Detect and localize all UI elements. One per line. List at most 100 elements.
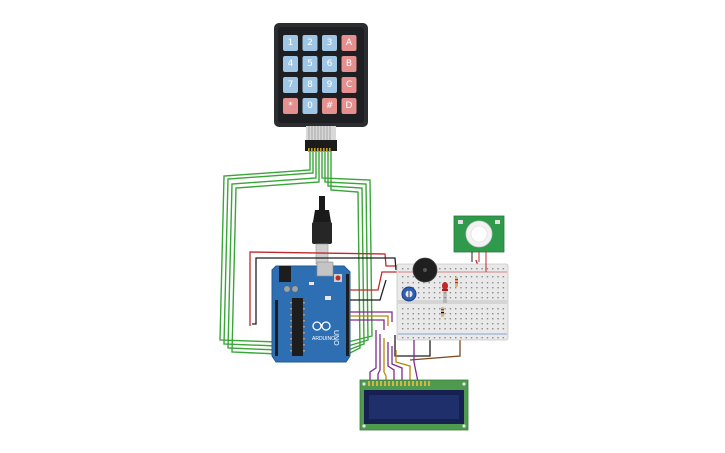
breadboard-hole: [502, 313, 505, 315]
breadboard-hole: [481, 313, 483, 315]
breadboard-hole: [423, 323, 425, 325]
breadboard-hole: [444, 323, 446, 325]
breadboard-hole: [428, 328, 430, 330]
breadboard-hole: [439, 328, 441, 330]
breadboard-hole: [492, 268, 494, 270]
potentiometer-icon: [401, 286, 417, 302]
breadboard-hole: [433, 297, 436, 299]
breadboard-hole: [423, 328, 425, 330]
breadboard-hole: [465, 268, 467, 270]
lcd-pins: [368, 381, 430, 386]
breadboard-hole: [465, 313, 467, 315]
breadboard-hole: [439, 313, 441, 315]
breadboard-hole: [481, 337, 483, 339]
breadboard-hole: [439, 323, 441, 325]
breadboard-hole: [476, 292, 478, 294]
breadboard-hole: [460, 276, 462, 278]
breadboard-hole: [402, 268, 404, 270]
breadboard-hole: [460, 297, 462, 299]
breadboard-hole: [412, 276, 414, 278]
breadboard-hole: [497, 297, 499, 299]
breadboard-hole: [423, 292, 425, 294]
breadboard-hole: [444, 297, 446, 299]
breadboard-hole: [412, 318, 414, 320]
buzzer-icon: [412, 257, 438, 283]
lcd-display: [359, 379, 469, 431]
breadboard-hole: [412, 328, 414, 330]
breadboard-hole: [407, 328, 409, 330]
breadboard-hole: [417, 318, 420, 320]
breadboard-hole: [417, 287, 420, 289]
breadboard-hole: [486, 276, 489, 278]
breadboard-hole: [455, 287, 457, 289]
digital-header: [346, 274, 349, 356]
breadboard-hole: [417, 323, 420, 325]
breadboard-hole: [476, 282, 478, 284]
breadboard-hole: [417, 297, 420, 299]
breadboard-hole: [433, 337, 436, 339]
breadboard-hole: [444, 318, 446, 320]
breadboard-hole: [439, 276, 441, 278]
keypad-key-label: 4: [288, 59, 294, 69]
breadboard-hole: [444, 292, 446, 294]
breadboard-hole: [449, 308, 452, 310]
breadboard-hole: [455, 318, 457, 320]
breadboard-hole: [470, 318, 473, 320]
breadboard-hole: [465, 287, 467, 289]
breadboard-hole: [455, 328, 457, 330]
breadboard-hole: [497, 323, 499, 325]
keypad-key: [302, 56, 318, 72]
breadboard-hole: [460, 287, 462, 289]
breadboard-hole: [486, 308, 489, 310]
breadboard-hole: [465, 337, 467, 339]
breadboard-hole: [502, 328, 505, 330]
keypad-key: [283, 98, 298, 114]
arduino-uno: ARDUINO UNO: [271, 261, 351, 363]
signal-wires: [350, 311, 419, 383]
uno-label: UNO: [332, 330, 339, 346]
breadboard-hole: [449, 276, 452, 278]
breadboard-hole: [407, 268, 409, 270]
breadboard-hole: [497, 318, 499, 320]
breadboard-hole: [417, 292, 420, 294]
breadboard-hole: [449, 297, 452, 299]
breadboard-hole: [412, 308, 414, 310]
breadboard-hole: [460, 268, 462, 270]
breadboard-hole: [444, 313, 446, 315]
breadboard-hole: [439, 297, 441, 299]
breadboard-hole: [486, 313, 489, 315]
breadboard-hole: [444, 276, 446, 278]
usb-cable-icon: [312, 196, 332, 265]
breadboard-hole: [465, 308, 467, 310]
breadboard-hole: [465, 318, 467, 320]
breadboard-hole: [433, 308, 436, 310]
breadboard-hole: [470, 308, 473, 310]
breadboard-hole: [449, 268, 452, 270]
breadboard-hole: [455, 313, 457, 315]
keypad-key: [322, 77, 337, 93]
breadboard-hole: [407, 337, 409, 339]
breadboard-hole: [428, 318, 430, 320]
breadboard-hole: [476, 313, 478, 315]
breadboard-hole: [492, 313, 494, 315]
breadboard-hole: [428, 337, 430, 339]
keypad-key: [341, 98, 357, 114]
breadboard-hole: [470, 328, 473, 330]
keypad-key: [341, 77, 357, 93]
keypad-key: [302, 35, 318, 51]
reset-button: [335, 275, 341, 281]
breadboard-hole: [502, 292, 505, 294]
breadboard-hole: [460, 313, 462, 315]
breadboard-hole: [465, 328, 467, 330]
keypad-key-label: *: [288, 101, 293, 111]
breadboard-hole: [492, 337, 494, 339]
breadboard-hole: [460, 328, 462, 330]
breadboard-hole: [481, 282, 483, 284]
breadboard-hole: [476, 308, 478, 310]
breadboard-hole: [465, 276, 467, 278]
breadboard-hole: [465, 292, 467, 294]
breadboard-hole: [476, 337, 478, 339]
breadboard-hole: [444, 308, 446, 310]
atmega-chip: [292, 298, 303, 356]
breadboard-hole: [497, 292, 499, 294]
